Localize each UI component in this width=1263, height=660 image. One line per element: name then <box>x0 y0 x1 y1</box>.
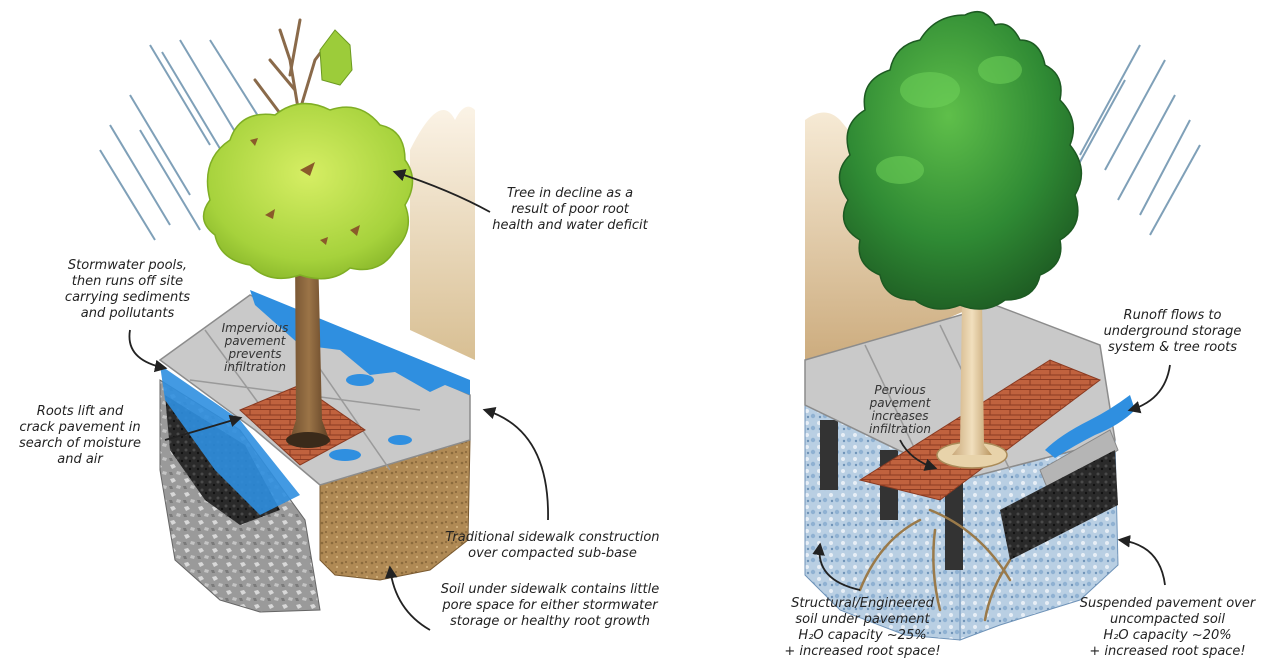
backdrop-wall-left <box>410 107 475 360</box>
label-structural-soil: Structural/Engineered soil under pavemen… <box>775 596 950 660</box>
label-runoff-flows: Runoff flows to underground storage syst… <box>1095 308 1250 356</box>
puddle-left-2 <box>388 435 412 445</box>
arrow-stormwater <box>129 330 165 368</box>
label-roots-lift: Roots lift and crack pavement in search … <box>10 404 150 468</box>
rain-lines-right <box>1070 45 1200 235</box>
label-suspended-pavement: Suspended pavement over uncompacted soil… <box>1075 596 1260 660</box>
label-soil-under-sidewalk: Soil under sidewalk contains little pore… <box>420 582 680 630</box>
arrow-traditional <box>485 410 548 520</box>
label-pervious-pavement: Pervious pavement increases infiltration <box>850 384 950 436</box>
puddle-left-3 <box>329 449 361 461</box>
label-traditional-sidewalk: Traditional sidewalk construction over c… <box>430 530 675 562</box>
label-tree-decline: Tree in decline as a result of poor root… <box>475 186 665 234</box>
arrow-runoff <box>1130 365 1170 410</box>
label-stormwater-pools: Stormwater pools, then runs off site car… <box>50 258 205 322</box>
puddle-left-1 <box>346 374 374 386</box>
label-impervious-pavement: Impervious pavement prevents infiltratio… <box>210 322 300 374</box>
tree-crown-left <box>204 104 413 279</box>
trunk-base-left <box>286 432 330 448</box>
tree-crown-right <box>839 12 1081 309</box>
leaf-cluster-left <box>320 30 352 85</box>
arrow-suspended <box>1120 540 1165 585</box>
